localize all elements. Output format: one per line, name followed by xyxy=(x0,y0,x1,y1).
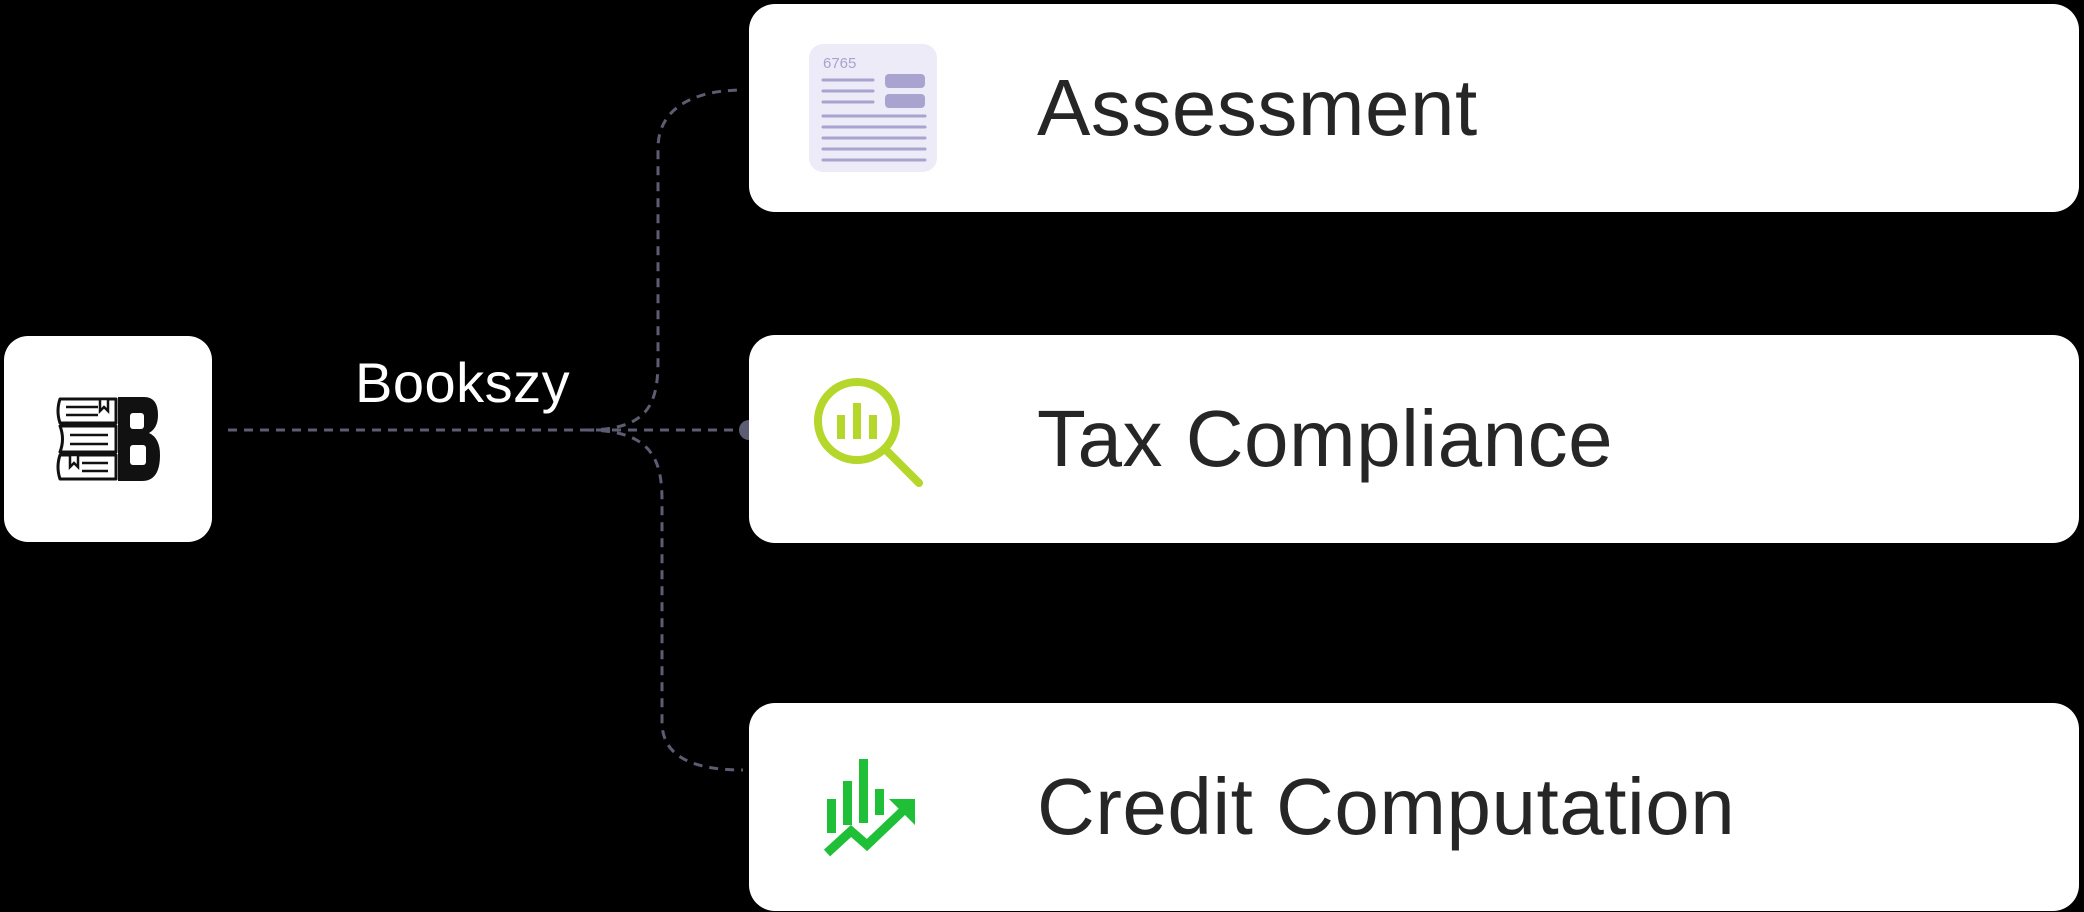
tax-compliance-card[interactable]: Tax Compliance xyxy=(749,335,2079,543)
form-6765-document-icon: 6765 xyxy=(809,44,937,172)
credit-computation-icon-container xyxy=(809,743,937,871)
bookszy-logo-icon xyxy=(56,397,160,481)
assessment-label: Assessment xyxy=(1037,63,1478,152)
tax-compliance-label: Tax Compliance xyxy=(1037,394,1614,483)
bookszy-logo-card xyxy=(4,336,212,542)
connector-to-assessment xyxy=(584,88,744,432)
brand-label: Bookszy xyxy=(355,351,571,414)
assessment-icon-container: 6765 xyxy=(809,44,937,172)
magnifier-chart-icon xyxy=(814,378,923,487)
growth-chart-arrow-icon xyxy=(823,759,915,857)
connector-to-credit xyxy=(584,428,744,772)
form-number-text: 6765 xyxy=(823,55,856,72)
assessment-card[interactable]: 6765 Assessment xyxy=(749,4,2079,212)
credit-computation-card[interactable]: Credit Computation xyxy=(749,703,2079,911)
tax-compliance-icon-container xyxy=(809,375,937,503)
credit-computation-label: Credit Computation xyxy=(1037,762,1736,851)
